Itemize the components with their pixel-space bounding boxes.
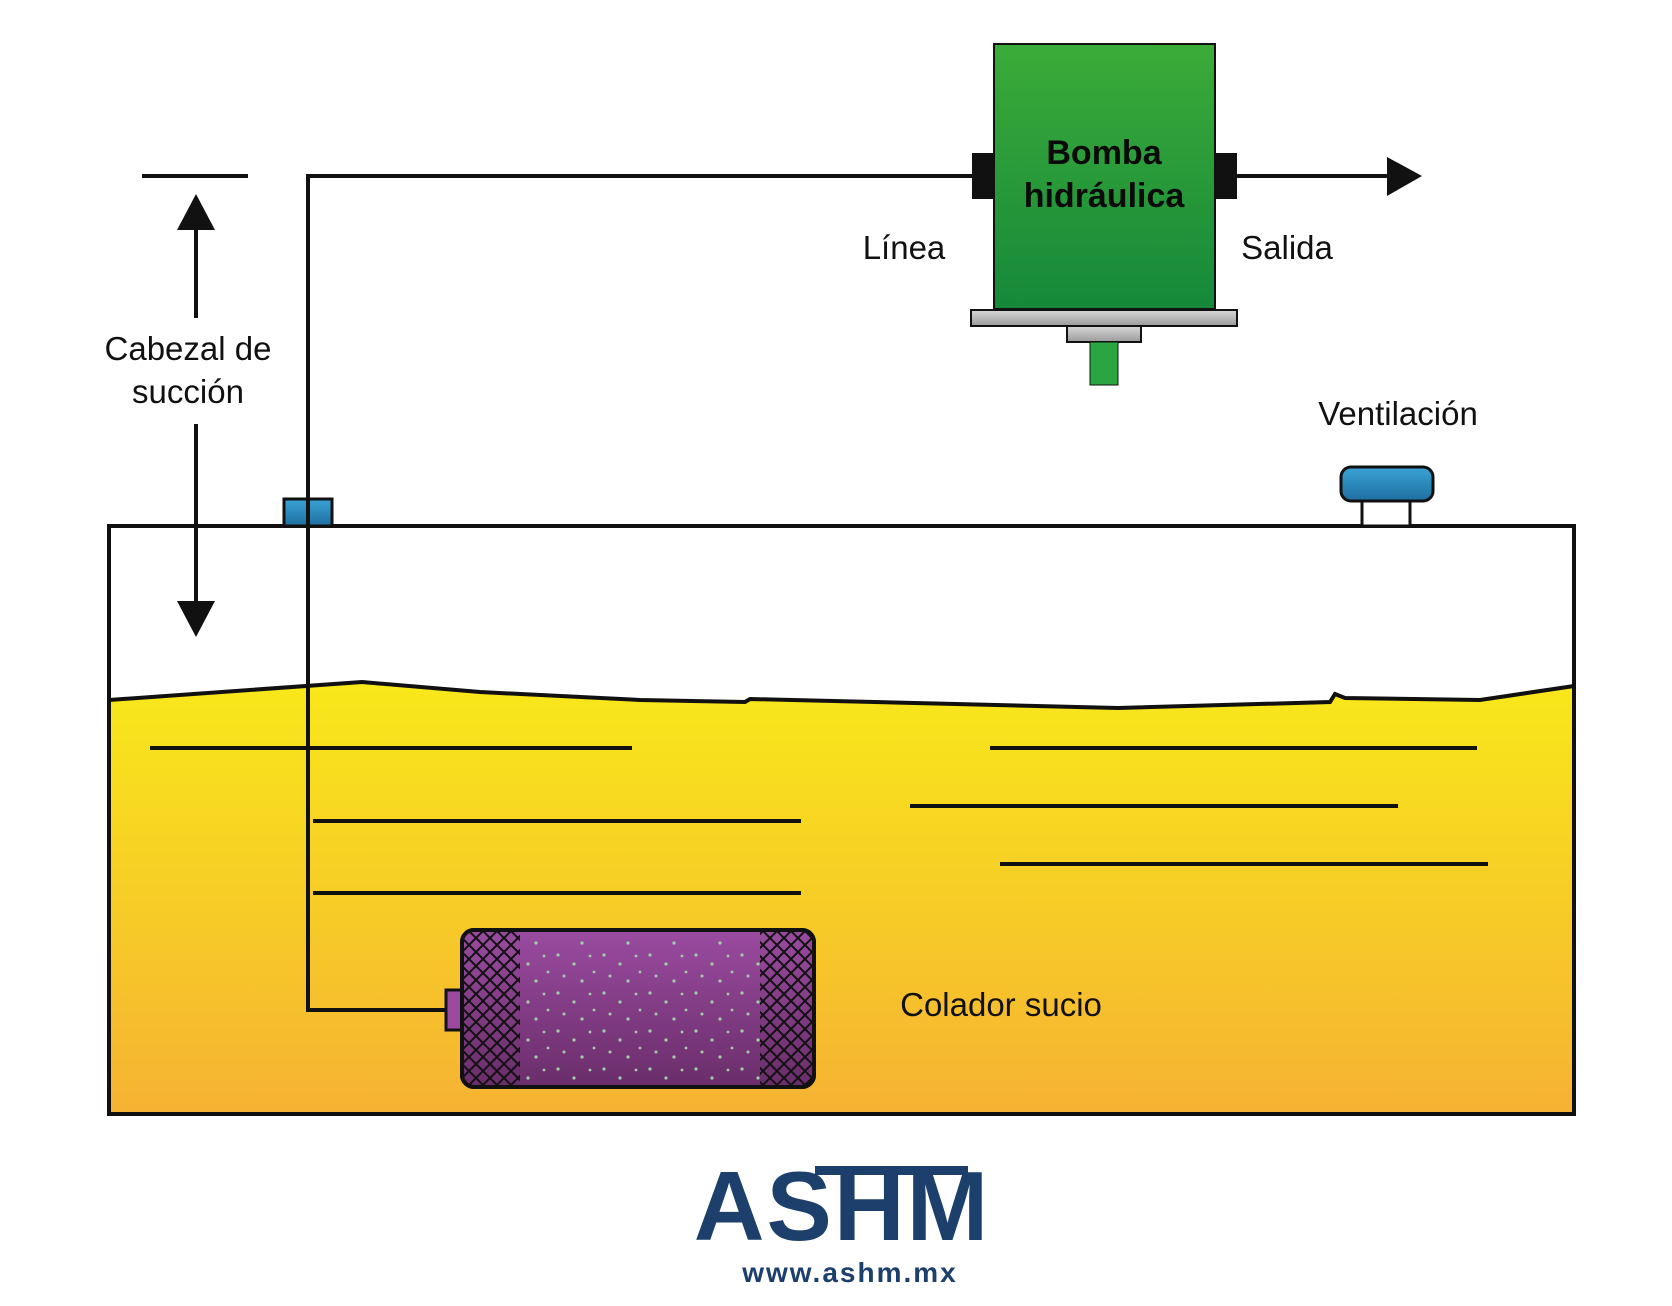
dirty-strainer bbox=[444, 928, 816, 1089]
suction-head-arrowhead-down bbox=[177, 601, 215, 637]
pump-label-line2: hidráulica bbox=[1024, 177, 1186, 215]
pump-flange bbox=[1066, 325, 1142, 343]
suction-head-label-line1: Cabezal de bbox=[105, 330, 272, 367]
outlet-label: Salida bbox=[1241, 229, 1333, 266]
pump-label-line1: Bomba bbox=[1046, 134, 1162, 172]
fluid-ripples bbox=[150, 746, 1488, 895]
hydraulic-pump: Bomba hidráulica bbox=[970, 43, 1238, 386]
suction-head-arrowhead-up bbox=[177, 194, 215, 230]
pump-mount-plate bbox=[970, 309, 1238, 327]
outlet-arrowhead bbox=[1387, 157, 1422, 196]
suction-pipe-line bbox=[306, 174, 972, 1012]
strainer-mesh-left bbox=[464, 932, 520, 1085]
pump-outlet-port bbox=[1215, 153, 1237, 199]
pump-inlet-port bbox=[972, 153, 994, 199]
pump-shaft bbox=[1089, 341, 1119, 386]
vent-cap bbox=[1339, 465, 1435, 503]
fluid-surface-line bbox=[108, 679, 1575, 711]
logo-accent-bar bbox=[815, 1166, 968, 1175]
strainer-mesh-right bbox=[760, 932, 812, 1085]
logo-wordmark: ASHM bbox=[694, 1151, 991, 1261]
strainer-outline bbox=[460, 928, 816, 1089]
inlet-label: Línea bbox=[863, 229, 946, 266]
ashm-logo: ASHM www.ashm.mx bbox=[694, 1151, 991, 1288]
pump-body bbox=[993, 43, 1216, 310]
suction-head-label-line2: succión bbox=[132, 373, 244, 410]
strainer-contaminant-specks bbox=[520, 940, 760, 1080]
tank-outline bbox=[107, 524, 1576, 1116]
suction-head-dimension: Cabezal de succión bbox=[105, 174, 272, 637]
vent bbox=[1339, 465, 1435, 528]
suction-pipe bbox=[282, 174, 972, 1012]
logo-url: www.ashm.mx bbox=[741, 1257, 957, 1288]
vent-label: Ventilación bbox=[1318, 395, 1478, 432]
outlet-arrow bbox=[1237, 157, 1422, 196]
strainer-label: Colador sucio bbox=[900, 986, 1102, 1023]
vent-stem bbox=[1360, 498, 1412, 528]
